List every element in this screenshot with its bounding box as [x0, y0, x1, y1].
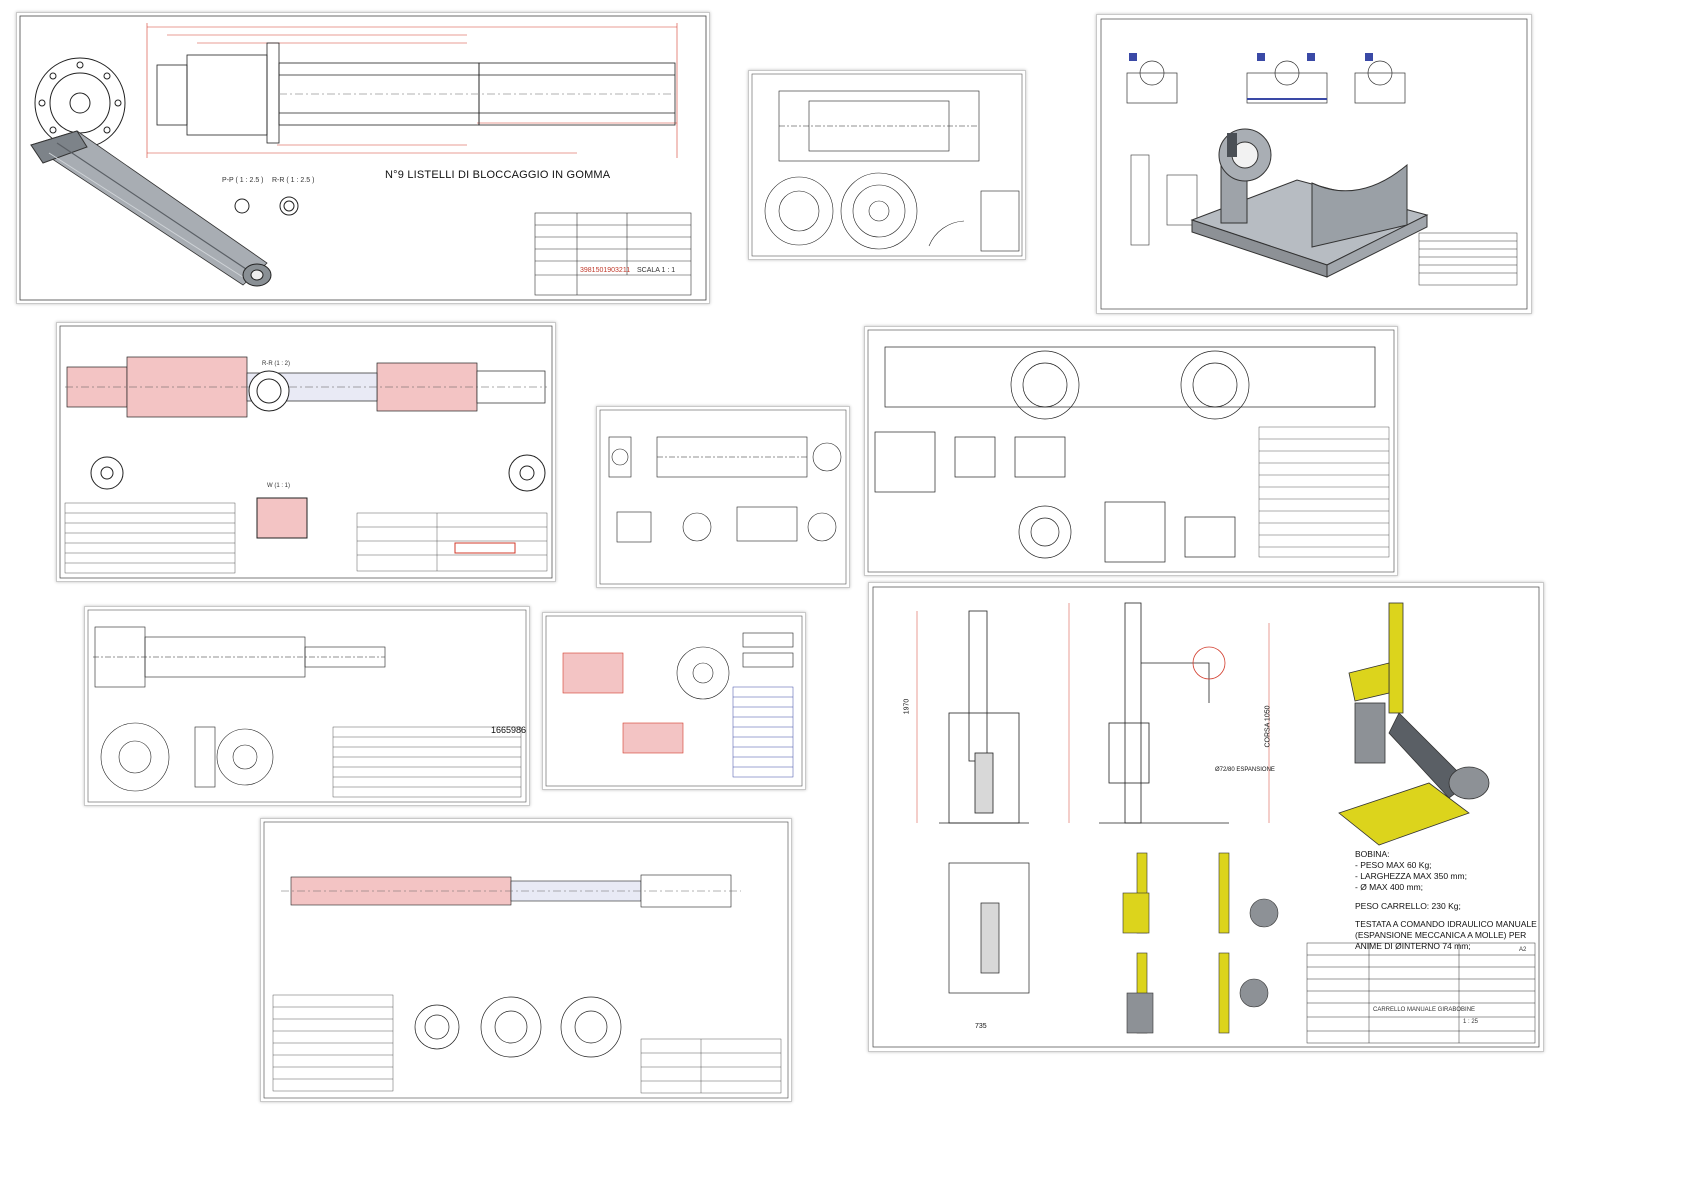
drawing-sheet-bottom-shaft: [260, 818, 792, 1102]
section-label-pp: P-P ( 1 : 2.5 ): [222, 177, 264, 184]
spec-head-line-1: TESTATA A COMANDO IDRAULICO MANUALE: [1355, 919, 1537, 929]
spec-head-line-3: ANIME DI ØINTERNO 74 mm;: [1355, 941, 1471, 951]
detail-label-w: W (1 : 1): [267, 483, 291, 489]
bottom-shaft-drawing: [263, 821, 789, 1099]
drawing-sheet-shaft-large: N°9 LISTELLI DI BLOCCAGGIO IN GOMMA P-P …: [16, 12, 710, 304]
cart-drawing: [872, 586, 1540, 1048]
drawing-sheet-bearing: [542, 612, 806, 790]
drawing-sheet-twin-ring: [864, 326, 1398, 576]
title-block-denomination: CARRELLO MANUALE GIRABOBINE: [1373, 1007, 1476, 1013]
flange-drawing: [751, 73, 1023, 257]
dim-width: 735: [975, 1023, 987, 1030]
drawing-sheet-cart: 1970 735 CORSA 1050 Ø72/80 ESPANSIONE BO…: [868, 582, 1544, 1052]
spec-head-line-2: (ESPANSIONE MECCANICA A MOLLE) PER: [1355, 930, 1527, 940]
assembly-drawing: [1100, 18, 1528, 310]
long-shaft-drawing: [87, 609, 527, 803]
drawing-sheet-flange: [748, 70, 1026, 260]
spec-line-width: - LARGHEZZA MAX 350 mm;: [1355, 871, 1467, 881]
title-block-format: A2: [1519, 947, 1527, 953]
roller-drawing: [599, 409, 847, 585]
dim-height: 1970: [903, 698, 911, 715]
spec-bobina-title: BOBINA:: [1355, 849, 1390, 859]
spec-cart-weight: PESO CARRELLO: 230 Kg;: [1355, 901, 1461, 911]
twin-ring-drawing: [867, 329, 1395, 573]
section-label-rr: R-R ( 1 : 2.5 ): [272, 177, 315, 184]
dim-stroke: CORSA 1050: [1264, 705, 1272, 748]
title-block-scale: 1 : 25: [1463, 1019, 1479, 1025]
scale-label: SCALA 1 : 1: [637, 267, 676, 274]
part-number: 3981501903211: [580, 267, 631, 274]
part-number: 1665986: [491, 725, 527, 735]
shaft-large-drawing: [19, 15, 707, 301]
drawing-sheet-roller: [596, 406, 850, 588]
dim-expansion: Ø72/80 ESPANSIONE: [1215, 767, 1275, 773]
spec-line-weight: - PESO MAX 60 Kg;: [1355, 860, 1432, 870]
section-label-rr: R-R (1 : 2): [262, 361, 291, 367]
drawing-sheet-long-shaft: 1665986: [84, 606, 530, 806]
drawing-sheet-assembly: [1096, 14, 1532, 314]
shaft-red-drawing: [59, 325, 553, 579]
sheet-title: N°9 LISTELLI DI BLOCCAGGIO IN GOMMA: [385, 169, 611, 181]
spec-line-diameter: - Ø MAX 400 mm;: [1355, 882, 1424, 892]
bearing-drawing: [545, 615, 803, 787]
drawing-sheet-shaft-red: R-R (1 : 2) W (1 : 1): [56, 322, 556, 582]
